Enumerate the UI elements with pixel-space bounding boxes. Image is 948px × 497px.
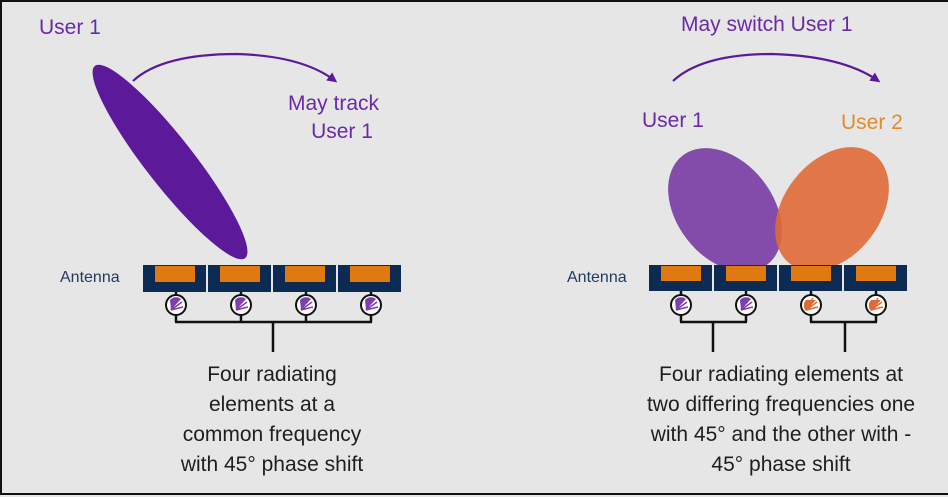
- antenna-patch: [661, 266, 701, 281]
- right-antenna-label: Antenna: [567, 269, 627, 286]
- right-user2-label: User 2: [841, 111, 903, 134]
- phase-shifter-icon: [670, 294, 692, 316]
- left-antenna-array: [143, 265, 401, 292]
- caption-line: 45° phase shift: [711, 453, 851, 476]
- caption-line: two differing frequencies one: [646, 393, 916, 416]
- antenna-patch: [726, 266, 766, 281]
- track-arrow: [132, 52, 338, 83]
- user2-beam-lobe: [775, 147, 889, 271]
- antenna-patch: [791, 266, 831, 281]
- caption-line: with 45° phase shift: [180, 453, 364, 476]
- phase-shifter-icon: [865, 294, 887, 316]
- caption-line: elements at a: [208, 393, 336, 416]
- left-caption: Four radiating elements at a common freq…: [152, 360, 392, 480]
- antenna-patch: [220, 266, 260, 282]
- left-antenna-label: Antenna: [60, 269, 120, 286]
- antenna-patch: [350, 266, 390, 282]
- may-switch-label: May switch User 1: [681, 13, 853, 36]
- phase-shifter-icon: [230, 294, 252, 316]
- caption-line: Four radiating: [207, 363, 337, 386]
- user1-beam-lobe: [92, 64, 248, 260]
- may-track-line1: May track: [288, 92, 380, 115]
- phase-shifter-icon: [165, 294, 187, 316]
- caption-line: Four radiating elements at: [659, 363, 903, 386]
- may-track-line2: User 1: [311, 120, 373, 143]
- user1-beam-lobe: [668, 148, 782, 272]
- left-user1-label: User 1: [39, 16, 101, 39]
- right-feed-network: [679, 291, 878, 352]
- caption-line: with 45° and the other with -: [650, 423, 912, 446]
- right-caption: Four radiating elements at two differing…: [614, 360, 948, 480]
- right-user1-label: User 1: [642, 109, 704, 132]
- right-phase-shifters: [670, 294, 887, 316]
- left-feed-network: [174, 292, 373, 352]
- right-antenna-array: [649, 265, 907, 291]
- antenna-patch: [155, 266, 195, 282]
- antenna-patch: [285, 266, 325, 282]
- switch-arrow: [672, 52, 881, 83]
- may-track-label: May track User 1: [288, 90, 379, 146]
- phase-shifter-icon: [800, 294, 822, 316]
- phase-shifter-icon: [735, 294, 757, 316]
- phase-shifter-icon: [360, 294, 382, 316]
- phase-shifter-icon: [295, 294, 317, 316]
- antenna-patch: [856, 266, 896, 281]
- left-phase-shifters: [165, 294, 382, 316]
- caption-line: common frequency: [182, 423, 362, 446]
